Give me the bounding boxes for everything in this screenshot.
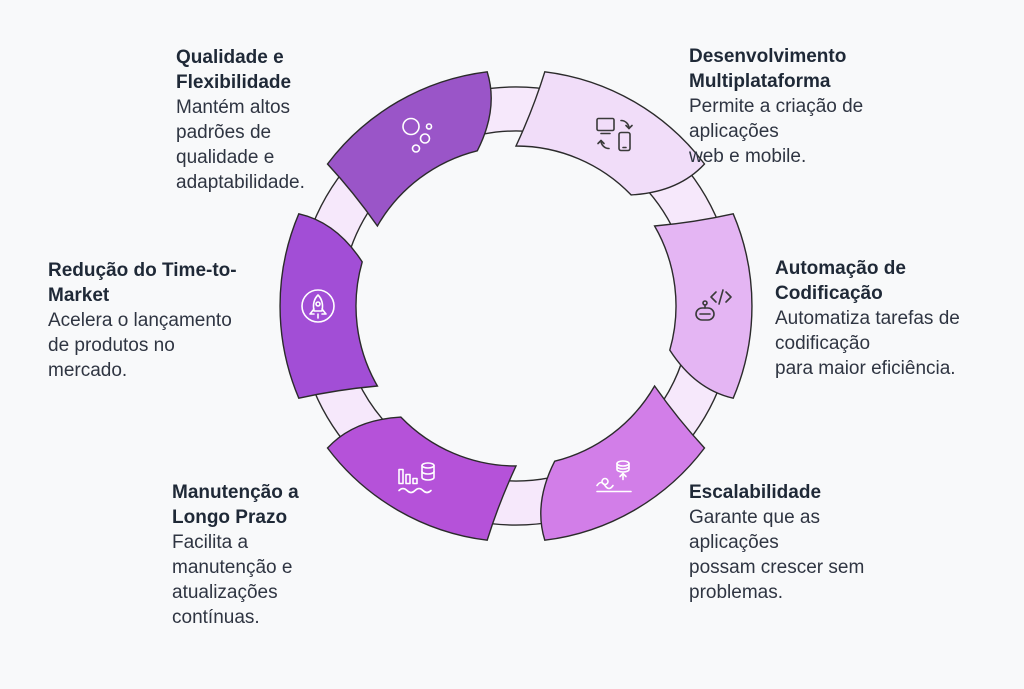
desc-escalabilidade: Garante que as aplicações possam crescer…: [689, 505, 929, 605]
desc-automacao: Automatiza tarefas de codificação para m…: [775, 306, 1015, 381]
desc-line: Acelera o lançamento: [48, 310, 232, 331]
devices-sync-icon: [596, 117, 633, 152]
desc-desenvolvimento: Permite a criação de aplicações web e mo…: [689, 94, 969, 169]
chart-database-icon: [398, 462, 435, 494]
title-line: Automação de: [775, 258, 906, 279]
title-line: Manutenção a: [172, 482, 299, 503]
desc-line: qualidade e: [176, 147, 275, 168]
title-reducao: Redução do Time-to- Market: [48, 258, 288, 308]
desc-line: aplicações: [689, 121, 779, 142]
desc-line: Permite a criação de: [689, 96, 864, 117]
desc-line: Facilita a: [172, 532, 249, 553]
desc-line: aplicações: [689, 532, 779, 553]
desc-line: mercado.: [48, 360, 128, 381]
desc-reducao: Acelera o lançamento de produtos no merc…: [48, 308, 288, 383]
desc-line: codificação: [775, 333, 871, 354]
label-reducao: Redução do Time-to- Market Acelera o lan…: [48, 258, 288, 383]
title-escalabilidade: Escalabilidade: [689, 480, 929, 505]
desc-line: Mantém altos: [176, 97, 291, 118]
scale-database-icon: [596, 460, 632, 493]
code-robot-icon: [695, 289, 732, 321]
label-desenvolvimento: Desenvolvimento Multiplataforma Permite …: [689, 44, 969, 169]
title-qualidade: Qualidade e Flexibilidade: [176, 45, 366, 95]
ring-segment-automacao: [653, 212, 753, 400]
title-line: Redução do Time-to-: [48, 260, 237, 281]
desc-line: Garante que as: [689, 507, 820, 528]
title-line: Multiplataforma: [689, 71, 831, 92]
desc-line: Automatiza tarefas de: [775, 308, 960, 329]
desc-line: atualizações: [172, 582, 278, 603]
title-desenvolvimento: Desenvolvimento Multiplataforma: [689, 44, 969, 94]
label-qualidade: Qualidade e Flexibilidade Mantém altos p…: [176, 45, 366, 195]
desc-line: para maior eficiência.: [775, 358, 956, 379]
desc-line: possam crescer sem: [689, 557, 865, 578]
desc-line: manutenção e: [172, 557, 293, 578]
title-line: Escalabilidade: [689, 482, 822, 503]
rocket-icon: [301, 289, 335, 323]
desc-line: web e mobile.: [689, 146, 807, 167]
desc-line: problemas.: [689, 582, 783, 603]
desc-qualidade: Mantém altos padrões de qualidade e adap…: [176, 95, 366, 195]
desc-line: de produtos no: [48, 335, 175, 356]
label-automacao: Automação de Codificação Automatiza tare…: [775, 256, 1015, 381]
title-line: Longo Prazo: [172, 507, 288, 528]
title-line: Market: [48, 285, 110, 306]
desc-manutencao: Facilita a manutenção e atualizações con…: [172, 530, 372, 630]
ring-segment-qualidade: [326, 71, 492, 228]
label-escalabilidade: Escalabilidade Garante que as aplicações…: [689, 480, 929, 605]
desc-line: adaptabilidade.: [176, 172, 305, 193]
desc-line: padrões de: [176, 122, 272, 143]
desc-line: contínuas.: [172, 607, 260, 628]
ring-segment-reducao: [279, 212, 379, 400]
title-manutencao: Manutenção a Longo Prazo: [172, 480, 372, 530]
title-line: Desenvolvimento: [689, 46, 847, 67]
segment-icons: [301, 117, 732, 494]
title-line: Qualidade e: [176, 47, 284, 68]
title-automacao: Automação de Codificação: [775, 256, 1015, 306]
ring-segment-escalabilidade: [540, 384, 706, 541]
title-line: Codificação: [775, 283, 883, 304]
bubbles-icon: [402, 117, 433, 153]
label-manutencao: Manutenção a Longo Prazo Facilita a manu…: [172, 480, 372, 630]
title-line: Flexibilidade: [176, 72, 292, 93]
